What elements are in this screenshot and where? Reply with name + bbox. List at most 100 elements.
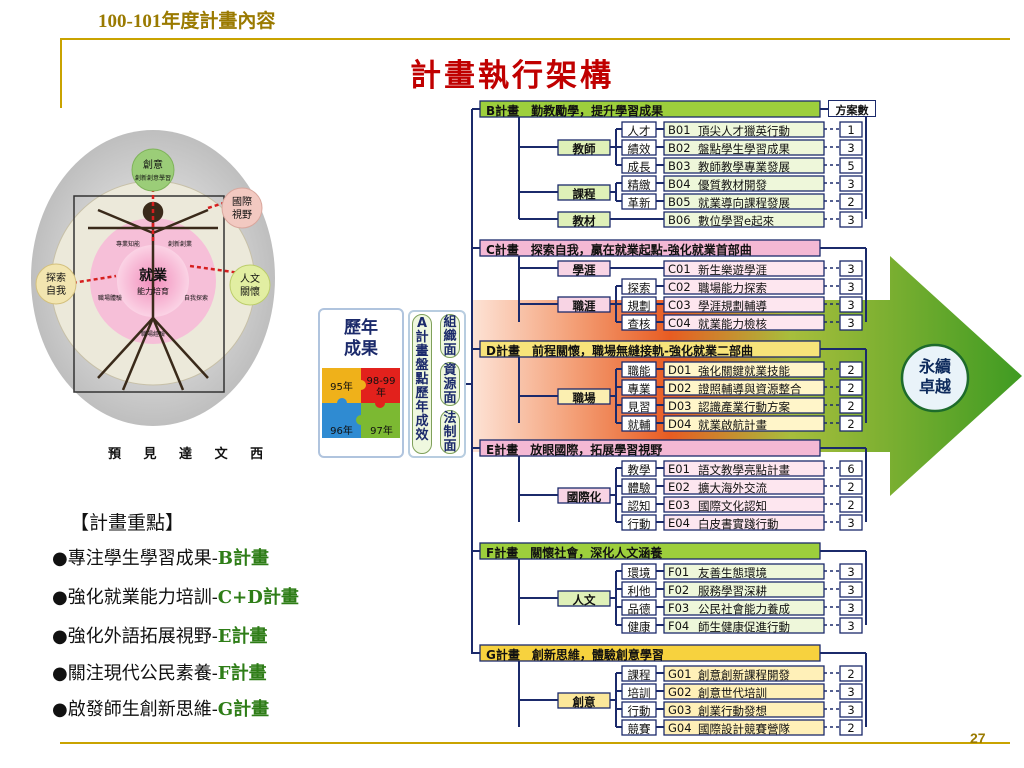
explore-label-2: 自我	[46, 284, 66, 297]
program-code: D02	[668, 381, 692, 395]
creativity-sublabel: 創新創意學習	[135, 174, 171, 182]
program-name: 教師教學專業發展	[698, 160, 790, 174]
program-count: 2	[847, 667, 855, 681]
program-code: D03	[668, 399, 692, 413]
program-count: 1	[847, 123, 855, 137]
plan-title: C計畫 探索自我，贏在就業起點-強化就業首部曲	[486, 243, 752, 257]
program-code: D01	[668, 363, 692, 377]
program-name: 強化關鍵就業技能	[698, 364, 790, 378]
count-box	[839, 121, 863, 138]
plan-title: D計畫 前程關懷，職場無縫接軌-強化就業二部曲	[486, 344, 753, 358]
count-box	[839, 683, 863, 700]
program-count: 3	[847, 280, 855, 294]
plan-group-label: 國際化	[566, 490, 602, 504]
program-code: C01	[668, 262, 691, 276]
count-box	[839, 665, 863, 682]
sub-label: 精緻	[627, 178, 651, 192]
count-box	[839, 211, 863, 228]
sub-label: 績效	[627, 142, 651, 156]
history-results-title: 歷年成果	[344, 318, 378, 359]
inner-label-2: 職場體驗	[98, 294, 122, 302]
program-count: 2	[847, 498, 855, 512]
sub-label: 利他	[627, 584, 651, 598]
sub-label: 見習	[627, 400, 651, 414]
program-name: 友善生態環境	[698, 566, 767, 580]
program-name: 師生健康促進行動	[698, 620, 790, 634]
vitruvian-figure	[88, 201, 218, 391]
sub-label: 教學	[627, 463, 651, 477]
count-box	[839, 314, 863, 331]
program-count: 2	[847, 417, 855, 431]
excellence-badge	[900, 343, 970, 413]
vitruvian-illustration: 創意 創新創意學習 探索 自我 國際 視野 人文 關懷 就業 能力培育 專業知能…	[31, 130, 275, 426]
plan-title: B計畫 勤教勵學，提升學習成果	[486, 104, 664, 118]
program-code: B01	[668, 123, 691, 137]
program-name: 優質教材開發	[698, 178, 767, 192]
plan-group-label: 人文	[572, 593, 596, 607]
program-name: 證照輔導與資源整合	[698, 382, 802, 396]
program-name: 白皮書實踐行動	[698, 517, 779, 531]
program-count: 3	[847, 316, 855, 330]
sub-label: 職能	[627, 364, 651, 378]
program-code: B05	[668, 195, 691, 209]
count-box	[839, 193, 863, 210]
count-box	[839, 379, 863, 396]
count-box	[839, 514, 863, 531]
plan-title: F計畫 關懷社會，深化人文涵養	[486, 546, 663, 560]
resource-column: 資源面	[440, 362, 460, 406]
program-code: G04	[668, 721, 692, 735]
program-code: F04	[668, 619, 690, 633]
history-puzzle	[322, 368, 400, 438]
plan-title: G計畫 創新思維，體驗創意學習	[486, 648, 664, 662]
key-point-item: ●啟發師生創新思維-G計畫	[52, 699, 270, 720]
count-box	[839, 581, 863, 598]
program-count: 3	[847, 298, 855, 312]
sub-label: 健康	[627, 620, 651, 634]
program-name: 就業能力檢核	[698, 317, 767, 331]
sub-label: 查核	[627, 317, 651, 331]
program-name: 新生樂遊學涯	[698, 263, 767, 277]
program-count: 6	[847, 462, 855, 476]
program-count: 3	[847, 565, 855, 579]
program-count: 2	[847, 480, 855, 494]
program-name: 創意創新課程開發	[698, 668, 790, 682]
count-box	[839, 415, 863, 432]
program-count: 3	[847, 685, 855, 699]
key-point-item: ●專注學生學習成果-B計畫	[52, 548, 270, 569]
program-count: 2	[847, 363, 855, 377]
header-vertical-divider	[60, 38, 62, 108]
plan-group-label: 職涯	[572, 299, 596, 313]
program-count: 3	[847, 141, 855, 155]
inner-label-1: 專業知能	[116, 240, 140, 248]
sub-label: 探索	[627, 281, 651, 295]
program-name: 認識產業行動方案	[698, 400, 790, 414]
plan-group-label: 教材	[572, 214, 596, 228]
program-name: 創業行動發想	[698, 704, 767, 718]
count-box	[839, 175, 863, 192]
creativity-circle	[131, 148, 175, 192]
plan-group-label: 教師	[572, 142, 596, 156]
program-name: 頂尖人才獵英行動	[698, 124, 790, 138]
sub-label: 行動	[627, 704, 651, 718]
program-name: 語文教學亮點計畫	[698, 463, 790, 477]
global-label-2: 視野	[232, 208, 252, 221]
sub-label: 認知	[627, 499, 651, 513]
puzzle-97-label: 97年	[370, 426, 393, 437]
explore-label-1: 探索	[46, 271, 66, 284]
program-count: 3	[847, 703, 855, 717]
program-name: 盤點學生學習成果	[698, 142, 790, 156]
org-column: 組織面	[440, 314, 460, 358]
puzzle-95	[322, 368, 361, 403]
program-count: 5	[847, 159, 855, 173]
program-code: G01	[668, 667, 692, 681]
global-label-1: 國際	[232, 196, 252, 208]
program-code: E04	[668, 516, 690, 530]
count-box	[839, 617, 863, 634]
sub-label: 競賽	[627, 722, 651, 736]
count-box	[839, 157, 863, 174]
count-box	[839, 139, 863, 156]
puzzle-98-99-label: 98-99年	[366, 376, 396, 399]
key-point-item: ●強化外語拓展視野-E計畫	[52, 626, 268, 647]
key-points-heading: 【計畫重點】	[70, 512, 185, 534]
